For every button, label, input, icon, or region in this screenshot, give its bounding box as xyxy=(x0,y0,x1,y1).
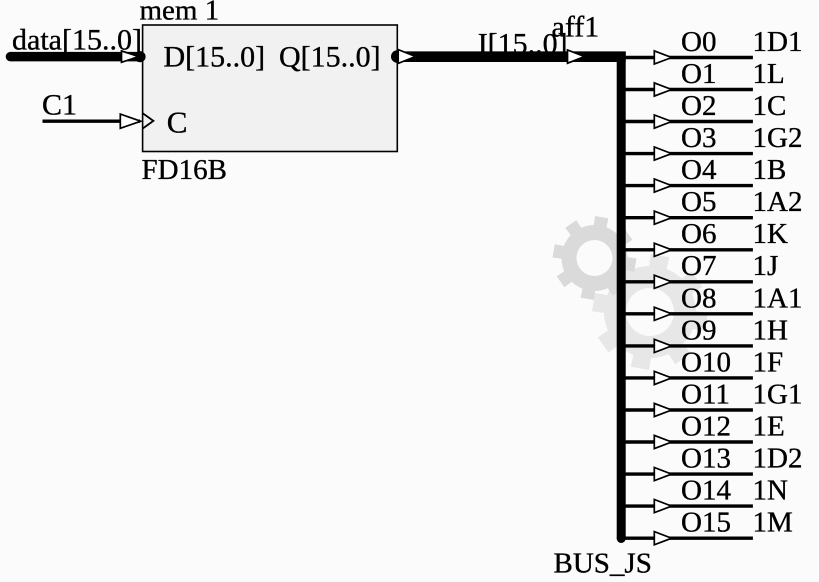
svg-text:O6: O6 xyxy=(681,218,716,250)
svg-text:data[15..0]: data[15..0] xyxy=(12,23,142,56)
svg-text:1D2: 1D2 xyxy=(753,443,803,475)
svg-text:O13: O13 xyxy=(681,443,731,475)
svg-text:O5: O5 xyxy=(681,186,716,218)
svg-text:Q[15..0]: Q[15..0] xyxy=(279,41,381,74)
svg-text:O15: O15 xyxy=(681,507,731,539)
svg-text:O9: O9 xyxy=(681,314,716,346)
svg-text:1E: 1E xyxy=(753,411,785,443)
svg-text:C: C xyxy=(167,105,188,140)
svg-text:1N: 1N xyxy=(753,475,789,507)
svg-text:1D1: 1D1 xyxy=(753,26,803,58)
svg-text:O8: O8 xyxy=(681,282,716,314)
svg-text:O4: O4 xyxy=(681,154,717,186)
svg-text:1M: 1M xyxy=(753,507,793,539)
svg-text:1F: 1F xyxy=(753,346,784,378)
svg-text:1H: 1H xyxy=(753,314,789,346)
svg-text:1A1: 1A1 xyxy=(753,282,803,314)
svg-text:FD16B: FD16B xyxy=(142,154,227,186)
svg-text:1G2: 1G2 xyxy=(753,122,803,154)
svg-text:1G1: 1G1 xyxy=(753,378,803,410)
svg-text:1L: 1L xyxy=(753,58,785,90)
svg-text:C1: C1 xyxy=(42,88,77,121)
svg-text:O12: O12 xyxy=(681,411,731,443)
svg-text:O0: O0 xyxy=(681,26,716,58)
svg-text:1J: 1J xyxy=(753,250,779,282)
svg-text:aff1: aff1 xyxy=(552,10,600,43)
svg-text:O11: O11 xyxy=(681,378,730,410)
svg-text:1C: 1C xyxy=(753,90,787,122)
svg-text:I[15..0]: I[15..0] xyxy=(478,28,568,61)
svg-text:O14: O14 xyxy=(681,475,731,507)
svg-text:BUS_JS: BUS_JS xyxy=(554,548,652,580)
svg-text:mem 1: mem 1 xyxy=(140,0,220,27)
svg-text:O10: O10 xyxy=(681,346,731,378)
svg-text:D[15..0]: D[15..0] xyxy=(164,41,266,74)
svg-text:1A2: 1A2 xyxy=(753,186,803,218)
svg-text:1B: 1B xyxy=(753,154,787,186)
svg-text:O7: O7 xyxy=(681,250,716,282)
svg-text:O1: O1 xyxy=(681,58,716,90)
svg-text:O3: O3 xyxy=(681,122,716,154)
svg-text:O2: O2 xyxy=(681,90,716,122)
svg-text:1K: 1K xyxy=(753,218,789,250)
